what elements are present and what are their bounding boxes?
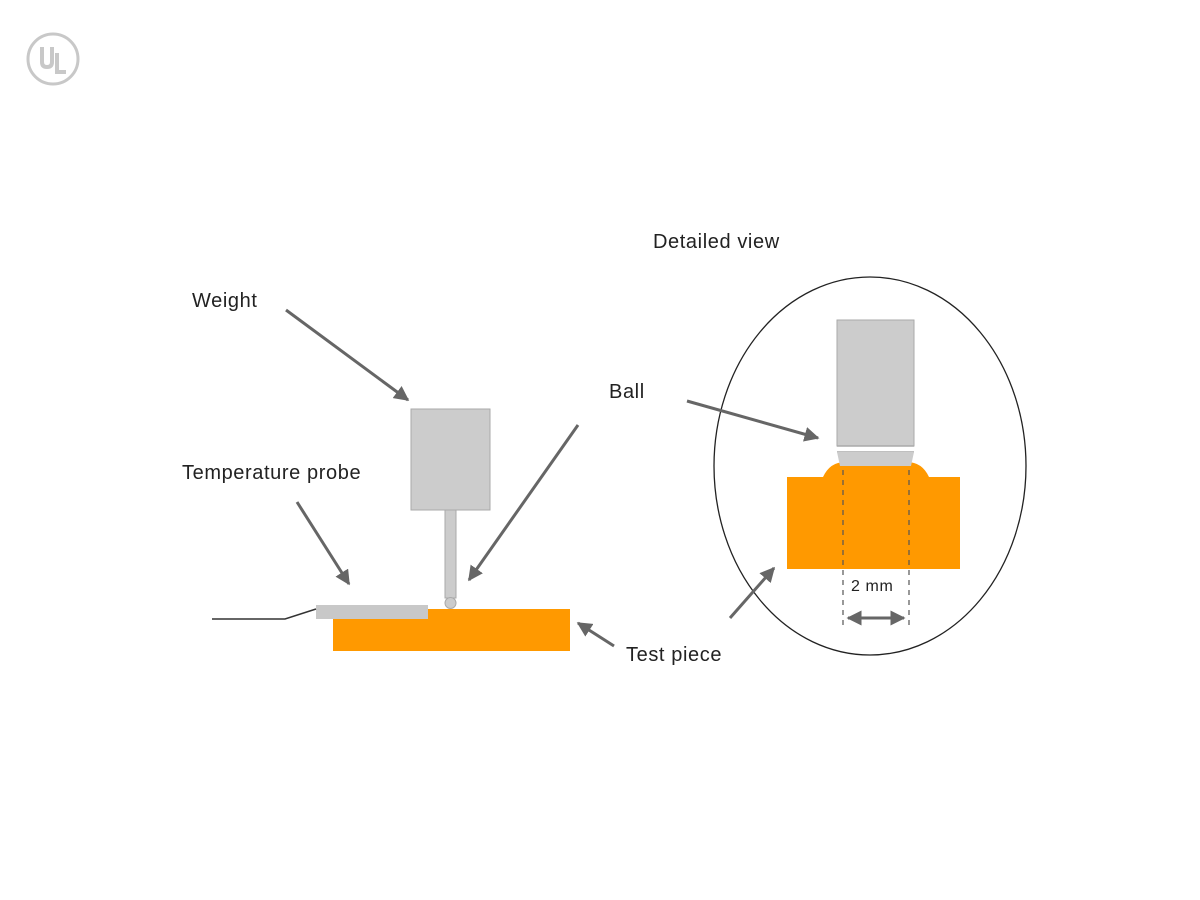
temperature-probe — [316, 605, 428, 619]
detail-rod — [836, 319, 915, 447]
ball-arrow-left-icon — [467, 424, 580, 582]
probe-wire — [212, 608, 317, 620]
test-piece-arrow-icon — [576, 621, 615, 648]
ball — [444, 597, 457, 609]
probe-arrow-icon — [295, 501, 351, 586]
detailed-view-label: Detailed view — [653, 231, 780, 253]
test-piece-label: Test piece — [626, 644, 723, 666]
detail-ellipse — [713, 276, 1027, 656]
detail-test-piece-arrow-icon — [728, 566, 776, 619]
temperature-probe-label: Temperature probe — [182, 462, 362, 484]
weight-label: Weight — [192, 290, 258, 312]
ball-arrow-right-icon — [686, 399, 820, 442]
rod — [444, 509, 457, 599]
detail-ball — [837, 452, 914, 466]
weight-arrow-icon — [285, 308, 410, 402]
detail-test-piece — [787, 462, 960, 569]
dimension-label: 2 mm — [851, 578, 894, 595]
ball-label: Ball — [609, 381, 645, 403]
ul-logo-icon — [26, 32, 80, 86]
weight-block — [410, 408, 491, 511]
